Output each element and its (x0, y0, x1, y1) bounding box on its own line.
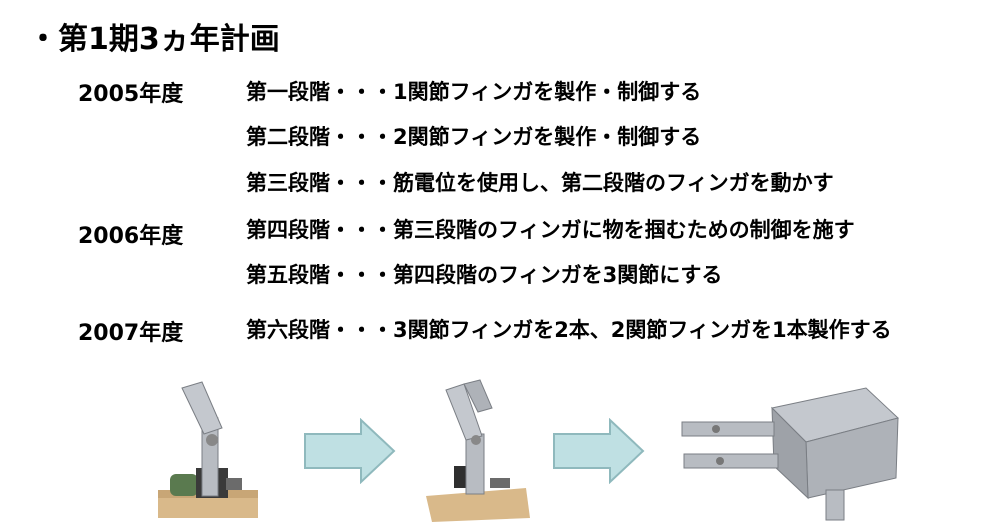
one-joint-finger-photo (140, 378, 270, 523)
year-label-2006: 2006年度 (78, 224, 184, 249)
arrow-right-icon (553, 418, 645, 484)
year-label-2007: 2007年度 (78, 321, 184, 346)
step-2: 第二段階・・・2関節フィンガを製作・制御する (246, 125, 702, 149)
multi-finger-hand-photo (676, 378, 900, 523)
arrow-right-icon (304, 418, 396, 484)
two-joint-finger-photo (418, 378, 536, 523)
step-4: 第四段階・・・第三段階のフィンガに物を掴むための制御を施す (246, 218, 855, 242)
step-6: 第六段階・・・3関節フィンガを2本、2関節フィンガを1本製作する (246, 318, 892, 342)
step-5: 第五段階・・・第四段階のフィンガを3関節にする (246, 263, 723, 287)
page-title: ・第1期3ヵ年計画 (28, 22, 280, 57)
step-3: 第三段階・・・筋電位を使用し、第二段階のフィンガを動かす (246, 171, 834, 195)
year-label-2005: 2005年度 (78, 82, 184, 107)
step-1: 第一段階・・・1関節フィンガを製作・制御する (246, 80, 702, 104)
